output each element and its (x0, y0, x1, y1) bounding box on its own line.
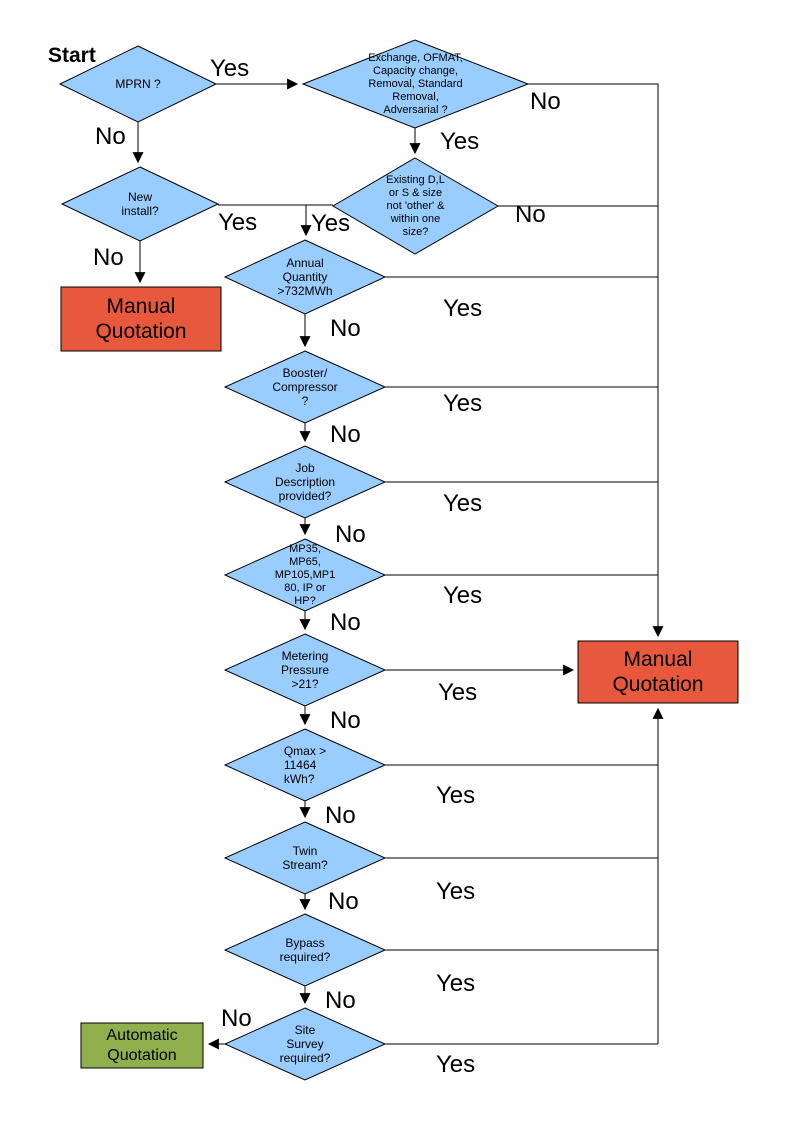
label-job-no: No (335, 521, 366, 548)
label-twin-yes: Yes (436, 878, 476, 905)
diamond-bypass (223, 913, 387, 987)
diamond-new-install (60, 166, 220, 242)
diamond-twin-stream (223, 821, 387, 895)
diamond-annual-quantity (223, 239, 387, 315)
label-site-no: No (221, 1005, 252, 1032)
label-bypass-yes: Yes (436, 970, 476, 997)
diamond-pressure-tier (223, 538, 387, 612)
diamond-booster-compressor (223, 350, 387, 424)
label-bypass-no: No (325, 987, 356, 1014)
diamond-qmax (223, 728, 387, 802)
diamond-exchange (301, 39, 530, 129)
diamond-site-survey (223, 1007, 387, 1081)
label-metering-yes: Yes (438, 679, 478, 706)
label-booster-no: No (330, 421, 361, 448)
label-metering-no: No (330, 707, 361, 734)
box-manual-quotation-left (60, 286, 222, 352)
label-existing-yes: Yes (311, 210, 351, 237)
label-qmax-no: No (325, 802, 356, 829)
label-mp-yes: Yes (443, 582, 483, 609)
label-job-yes: Yes (443, 490, 483, 517)
decision-diamonds (58, 39, 530, 1081)
edge-exchange-no-trunk (528, 83, 664, 638)
diamond-mprn (58, 45, 218, 123)
label-annual-yes: Yes (443, 295, 483, 322)
label-new-install-no: No (93, 244, 124, 271)
start-label: Start (48, 44, 96, 67)
label-existing-no: No (515, 201, 546, 228)
label-annual-no: No (330, 315, 361, 342)
connector-lines (132, 78, 664, 1050)
label-site-yes: Yes (436, 1051, 476, 1078)
diamond-job-description (223, 445, 387, 519)
terminal-boxes (60, 286, 739, 1069)
label-qmax-yes: Yes (436, 782, 476, 809)
label-booster-yes: Yes (443, 390, 483, 417)
label-mp-no: No (330, 609, 361, 636)
diamond-existing-size (332, 157, 499, 255)
label-mprn-yes: Yes (210, 55, 250, 82)
diamond-metering-pressure (223, 633, 387, 707)
box-manual-quotation-right (577, 640, 739, 704)
label-exchange-yes: Yes (440, 128, 480, 155)
box-automatic-quotation (80, 1022, 204, 1069)
label-exchange-no: No (530, 88, 561, 115)
label-mprn-no: No (95, 123, 126, 150)
label-new-install-yes: Yes (218, 209, 258, 236)
label-twin-no: No (328, 888, 359, 915)
